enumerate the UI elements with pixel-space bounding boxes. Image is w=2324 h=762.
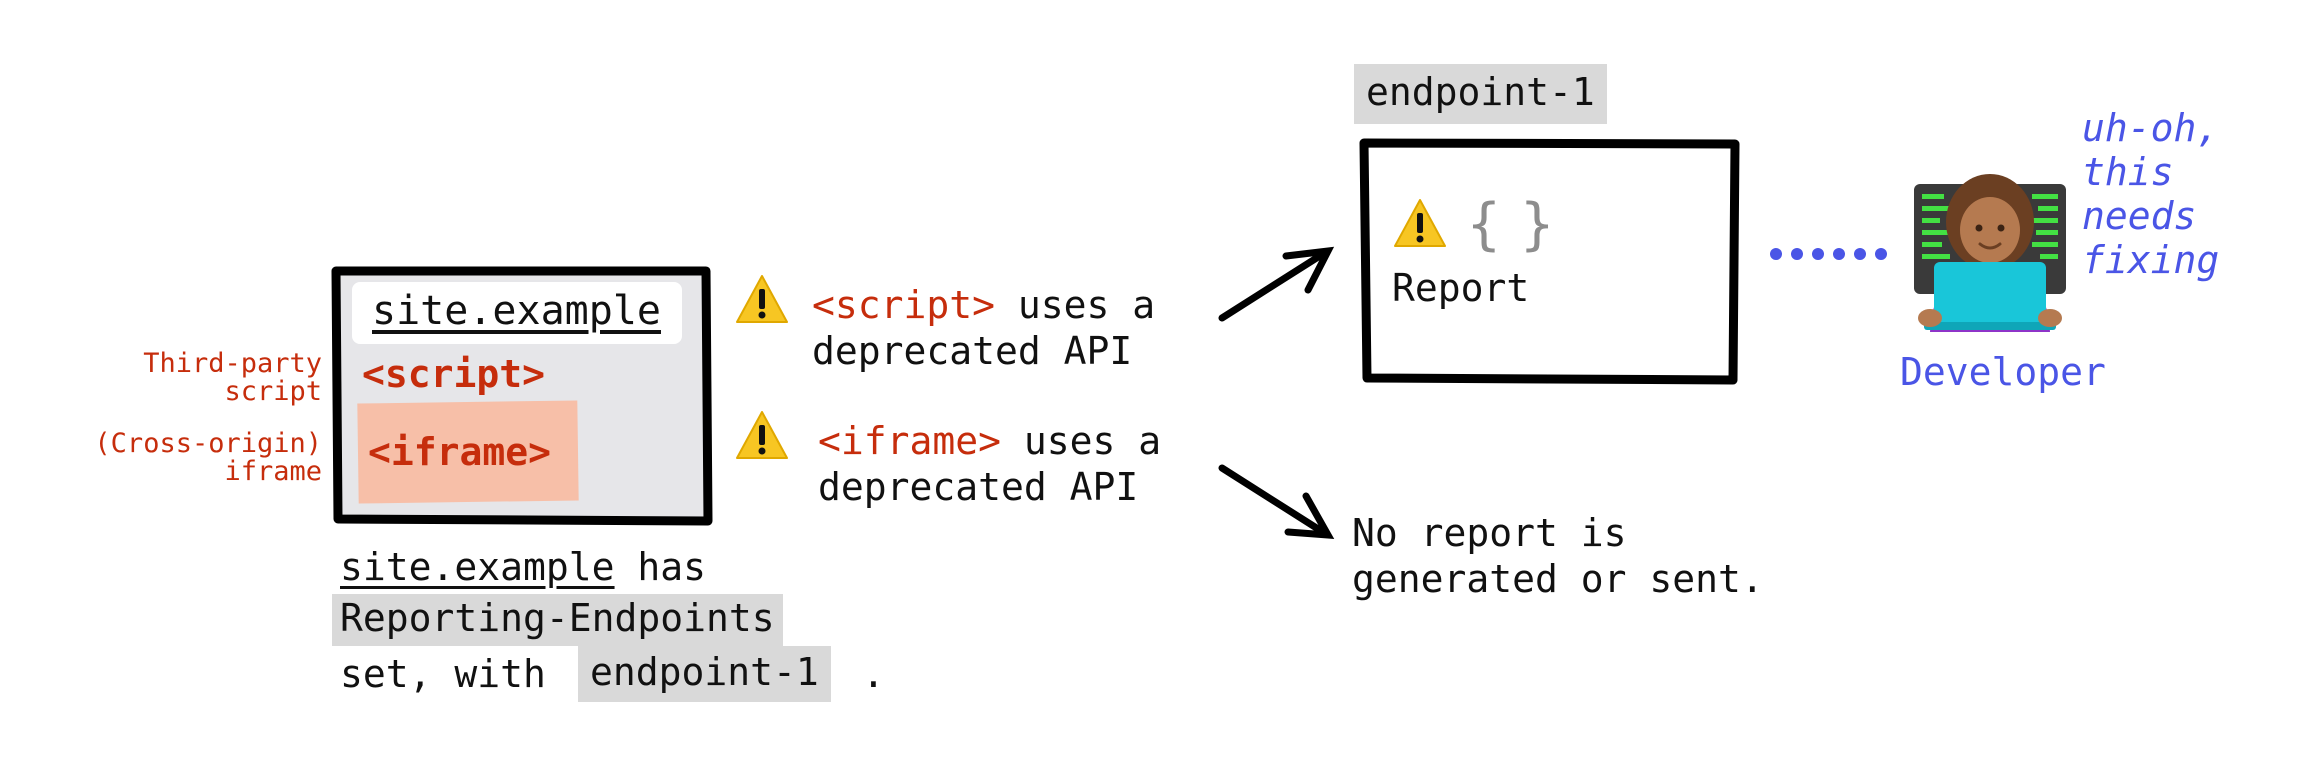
- endpoint-label-chip: endpoint-1: [1354, 64, 1607, 124]
- script-warning-icon: [734, 272, 790, 328]
- iframe-event-line2: deprecated API: [818, 465, 1139, 509]
- developer-emoji-icon: [1912, 172, 2068, 332]
- report-label: Report: [1392, 266, 1530, 310]
- iframe-warning-icon: [734, 408, 790, 464]
- iframe-event-line1: <iframe> uses a: [818, 418, 1161, 464]
- caption-line1: site.example has: [340, 545, 706, 589]
- script-event-uses: uses a: [995, 283, 1156, 327]
- script-event-line2: deprecated API: [812, 329, 1133, 373]
- caption-set-with: set, with: [340, 652, 546, 696]
- developer-speech-line3: needs: [2082, 194, 2197, 238]
- developer-speech: uh-oh, this needs fixing: [2082, 106, 2219, 282]
- caption-header-chip: Reporting-Endpoints: [332, 594, 783, 646]
- script-event-tag: <script>: [812, 283, 996, 327]
- arrow-to-no-report: [1218, 464, 1335, 539]
- dotted-connector: [1770, 248, 1887, 260]
- iframe-event-tag: <iframe>: [818, 419, 1002, 463]
- cross-origin-label-line2: iframe: [224, 456, 322, 487]
- browser-url: site.example: [372, 288, 661, 334]
- caption-period: .: [862, 652, 885, 696]
- developer-speech-line2: this: [2082, 150, 2174, 194]
- no-report-line2: generated or sent.: [1352, 557, 1764, 601]
- developer-speech-line1: uh-oh,: [2082, 106, 2220, 150]
- browser-frame: [331, 266, 713, 526]
- arrow-to-endpoint: [1218, 246, 1335, 322]
- browser-iframe-tag: <iframe>: [368, 430, 552, 474]
- iframe-event-uses: uses a: [1001, 419, 1162, 463]
- developer-label: Developer: [1900, 350, 2106, 394]
- caption-site: site.example: [340, 545, 615, 589]
- report-frame: [1359, 138, 1740, 385]
- third-party-label-line2: script: [224, 376, 322, 407]
- report-braces-icon: { }: [1466, 192, 1556, 257]
- no-report-text: No report is generated or sent.: [1352, 510, 1764, 602]
- caption-endpoint-chip: endpoint-1: [578, 646, 831, 702]
- browser-script-tag: <script>: [362, 352, 546, 396]
- developer-speech-line4: fixing: [2082, 238, 2220, 282]
- iframe-event-text: <iframe> uses a deprecated API: [818, 418, 1161, 510]
- no-report-line1: No report is: [1352, 511, 1627, 555]
- report-warning-icon: [1392, 196, 1448, 252]
- script-event-text: <script> uses a deprecated API: [812, 282, 1155, 374]
- caption-has: has: [614, 545, 707, 589]
- cross-origin-label-line1: (Cross-origin): [94, 428, 322, 459]
- third-party-label-line1: Third-party: [143, 348, 322, 379]
- script-event-line1: <script> uses a: [812, 282, 1155, 328]
- cross-origin-label: (Cross-origin) iframe: [94, 430, 322, 486]
- third-party-label: Third-party script: [143, 350, 322, 406]
- caption-line3: set, with: [340, 652, 546, 696]
